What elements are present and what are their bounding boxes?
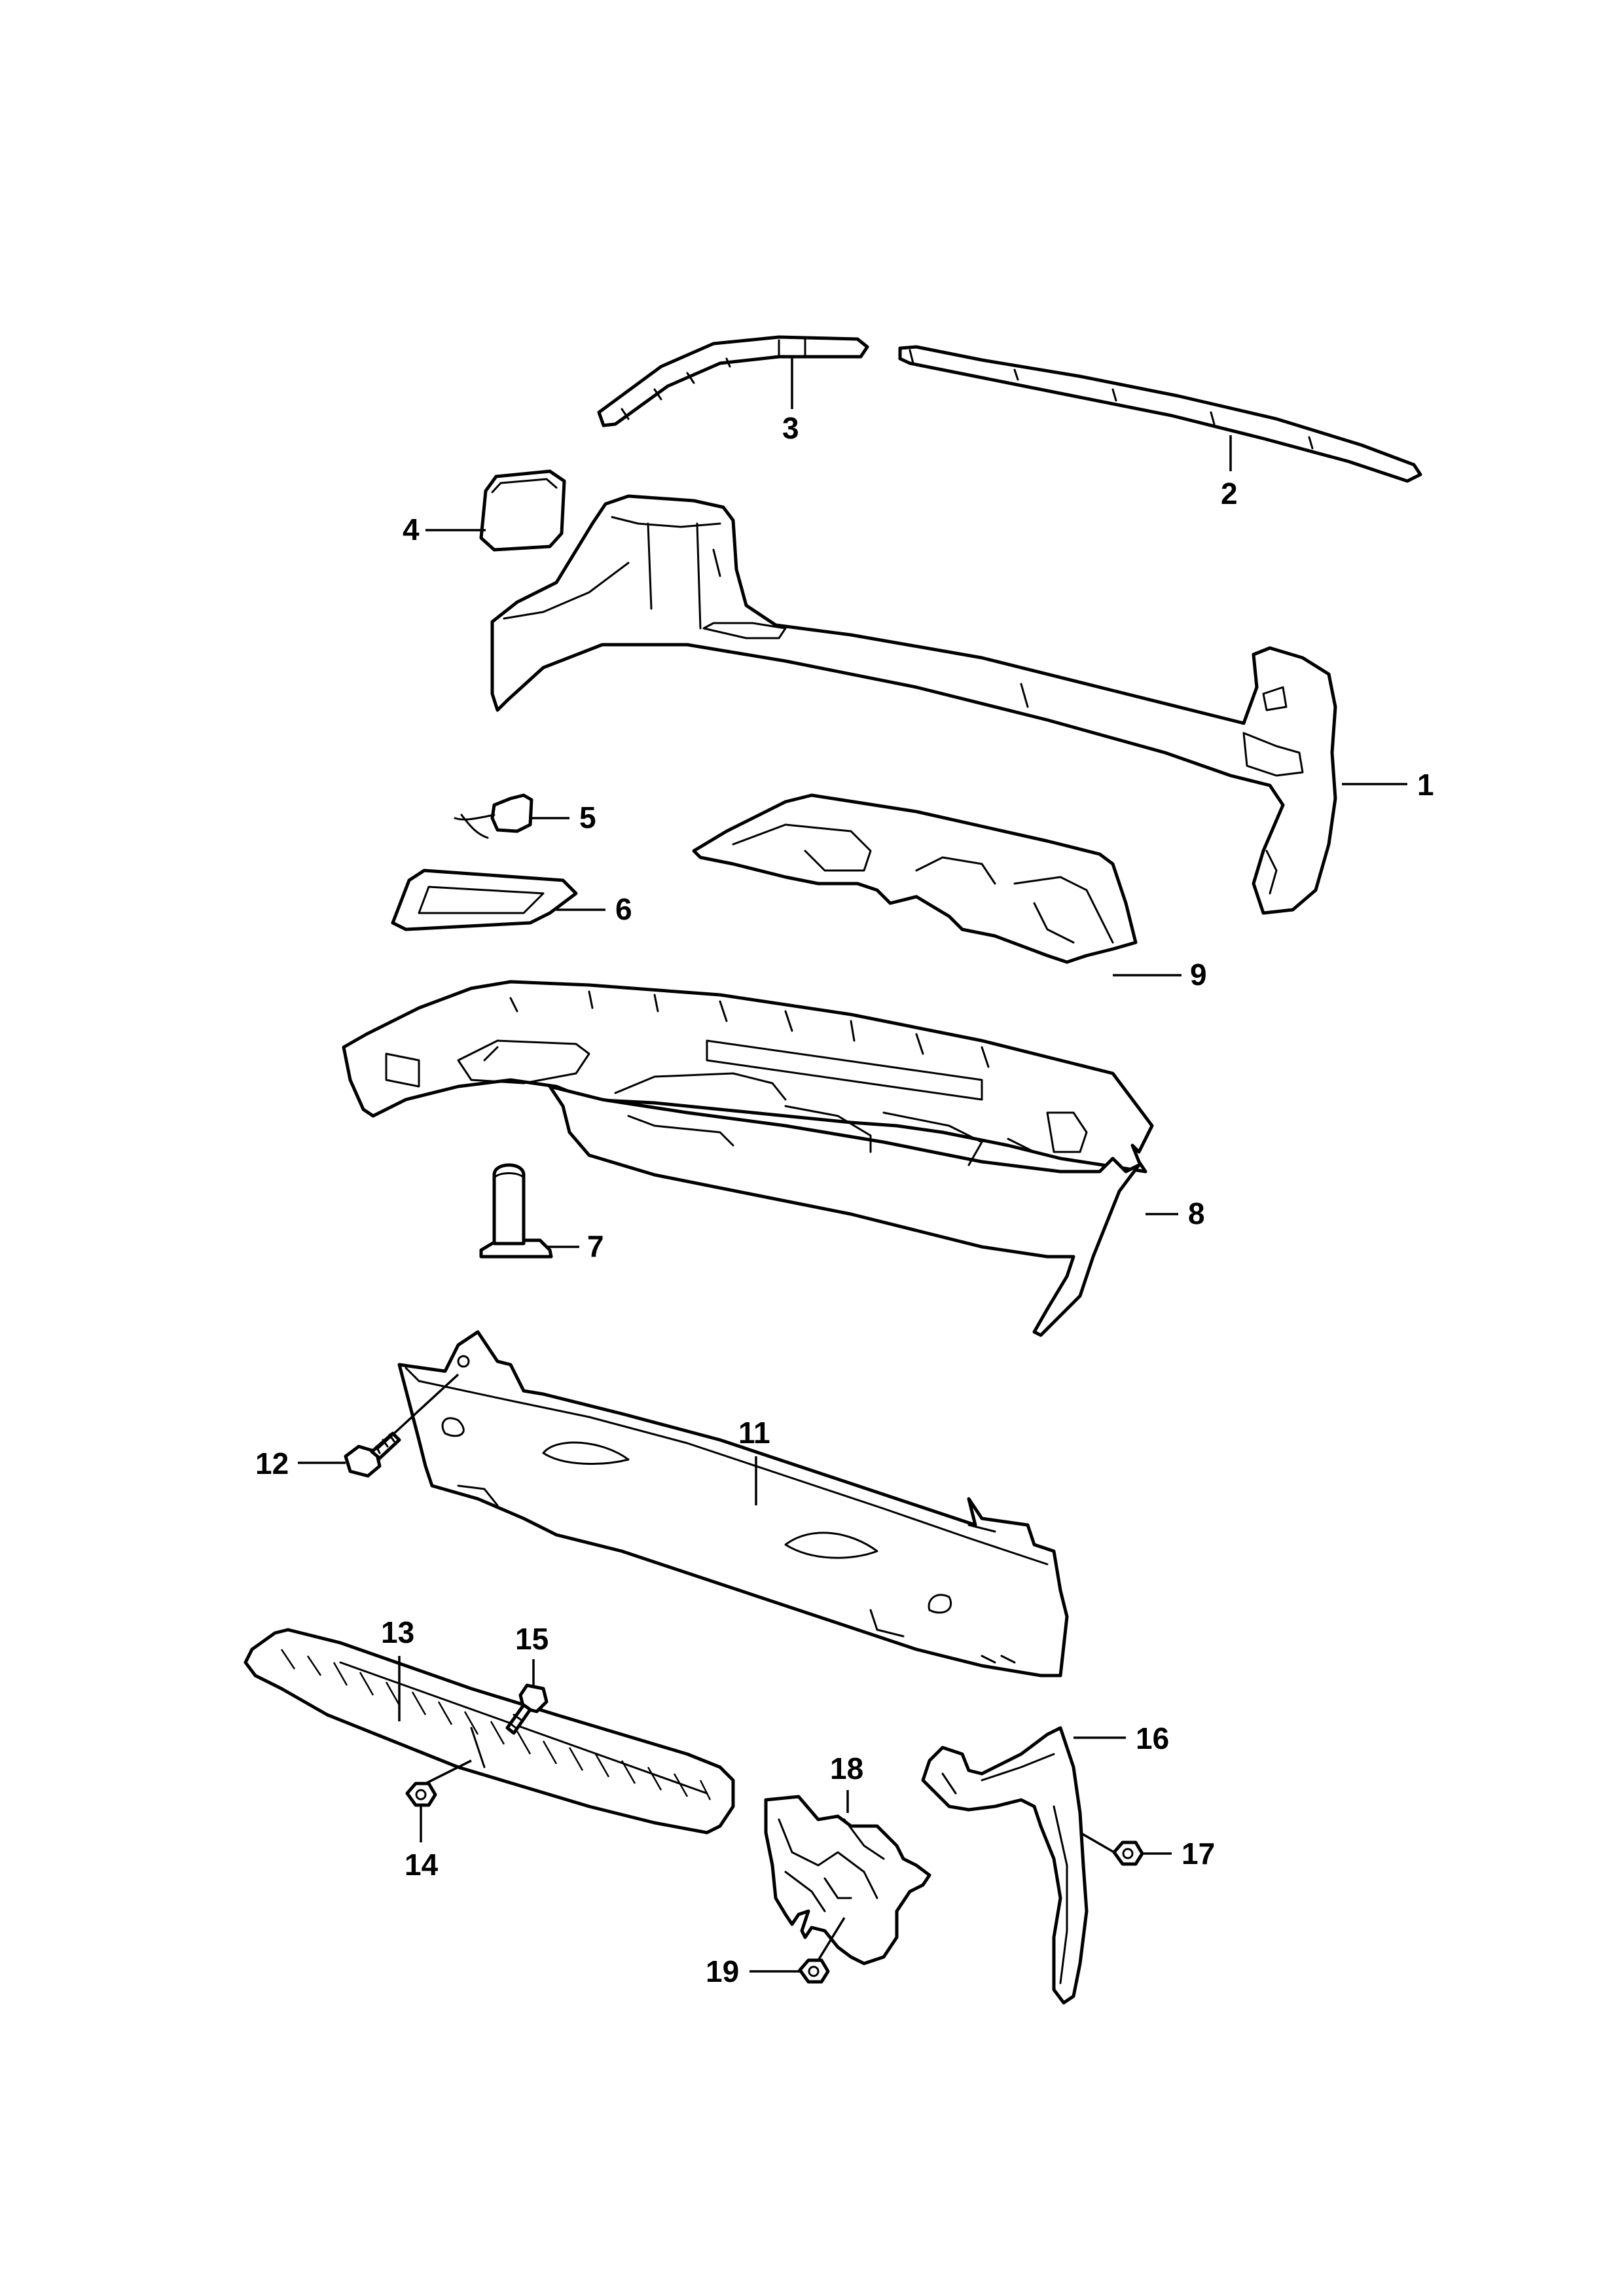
callout-13: 13	[381, 1615, 414, 1649]
part-13-lower-guard-strip	[244, 1628, 735, 1835]
callout-18: 18	[830, 1751, 863, 1785]
callout-8: 8	[1188, 1196, 1205, 1230]
callout-12: 12	[255, 1446, 289, 1480]
part-3-left-trim-strip	[597, 335, 869, 427]
part-1-upper-bumper-cover	[490, 494, 1337, 915]
part-4-cover-cap	[479, 469, 566, 552]
leader-12	[298, 1373, 460, 1464]
leader-19	[749, 1917, 846, 1973]
callout-4: 4	[403, 512, 420, 547]
part-2-right-trim-strip	[898, 345, 1422, 483]
callout-9: 9	[1190, 958, 1207, 992]
part-19-nut	[798, 1958, 830, 1984]
part-15-bolt	[505, 1683, 549, 1735]
part-14-nut	[405, 1782, 437, 1807]
part-8-lower-bumper-cover	[342, 980, 1154, 1337]
callout-11: 11	[738, 1416, 770, 1450]
callout-2: 2	[1221, 476, 1238, 511]
leader-14	[420, 1759, 472, 1842]
part-5-sensor	[454, 793, 533, 839]
callout-labels: 1 2 3 4 5 6 7 8 9 11 12 13 14 15 16 17 1…	[255, 411, 1434, 1988]
part-16-side-bracket	[921, 1726, 1089, 2005]
part-17-nut	[1112, 1840, 1144, 1866]
callout-17: 17	[1182, 1837, 1215, 1871]
callout-16: 16	[1136, 1721, 1169, 1755]
part-9-diffuser-insert	[692, 793, 1138, 964]
callout-6: 6	[615, 892, 632, 926]
leader-lines	[298, 357, 1407, 1973]
leader-17	[1079, 1831, 1172, 1855]
callout-5: 5	[579, 800, 596, 834]
callout-14: 14	[405, 1848, 439, 1882]
callout-15: 15	[515, 1622, 549, 1656]
callout-7: 7	[587, 1229, 604, 1263]
callout-3: 3	[782, 411, 799, 445]
callout-1: 1	[1417, 768, 1434, 802]
part-7-fastener-clip	[479, 1163, 553, 1259]
part-12-bolt	[344, 1431, 401, 1478]
part-18-bracket	[764, 1795, 931, 1965]
part-11-reinforcement-beam	[397, 1330, 1069, 1677]
part-6-bezel-frame	[391, 869, 578, 931]
callout-19: 19	[706, 1954, 739, 1988]
